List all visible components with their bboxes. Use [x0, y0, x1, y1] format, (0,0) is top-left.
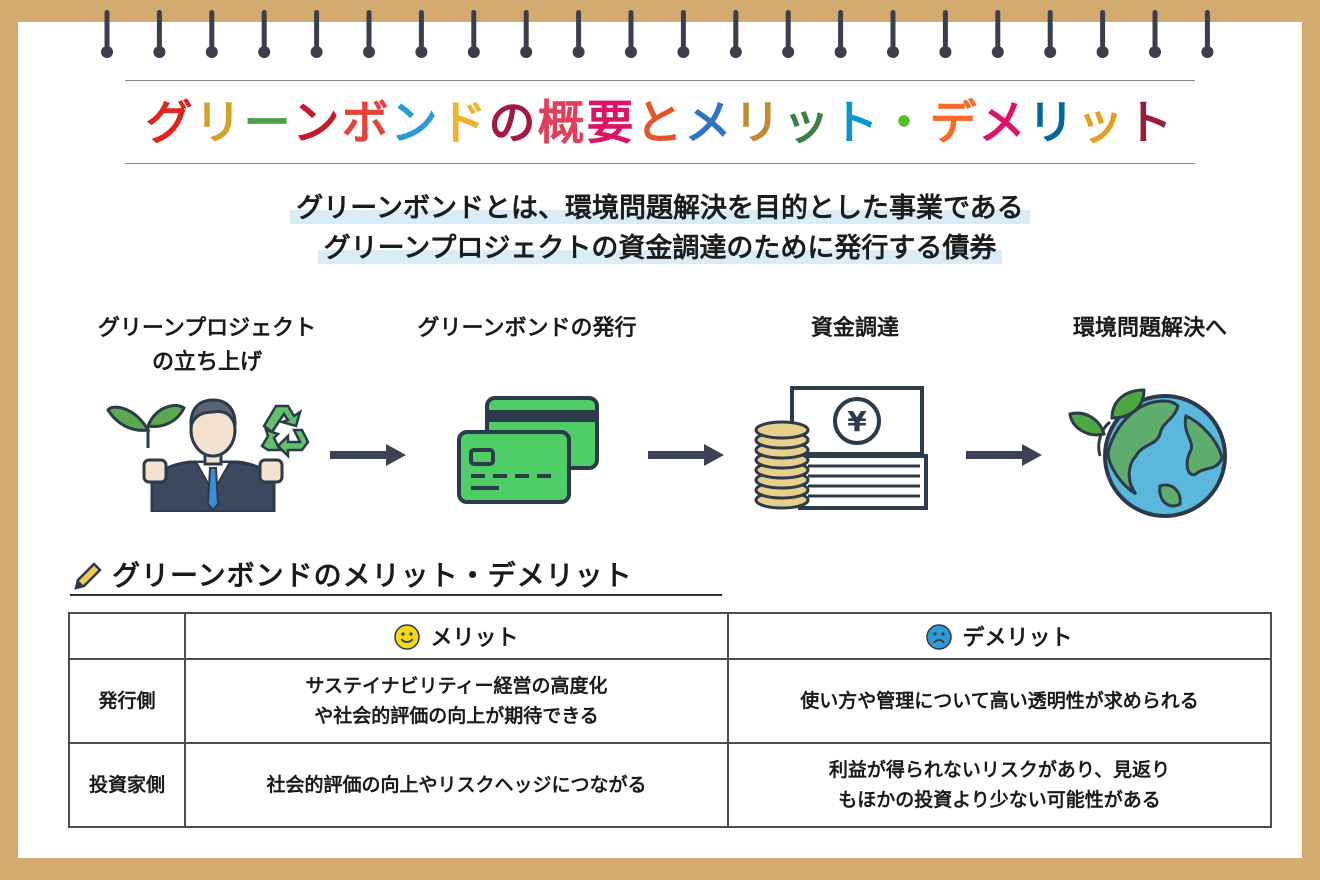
- section-title-underline: [70, 594, 722, 596]
- title-char: ド: [439, 96, 489, 151]
- table-row: 投資家側 社会的評価の向上やリスクヘッジにつながる 利益が得られないリスクがあり…: [68, 742, 1272, 828]
- ring: [834, 10, 847, 58]
- ring: [153, 10, 166, 58]
- ring: [1096, 10, 1109, 58]
- definition-line-1: グリーンボンドとは、環境問題解決を目的とした事業である: [0, 186, 1320, 225]
- merit-demerit-table: メリット デメリット 発行側 サステイナビリティー経営の高度化や社会的評価の向上…: [68, 612, 1272, 828]
- ring: [258, 10, 271, 58]
- table-corner-cell: [68, 612, 186, 660]
- title-char: ボ: [341, 96, 391, 151]
- ring: [729, 10, 742, 58]
- table-header-row: メリット デメリット: [68, 612, 1272, 660]
- ring: [625, 10, 637, 58]
- title-char: ト: [831, 96, 881, 151]
- credit-cards-icon: [457, 396, 599, 504]
- ring: [1149, 10, 1161, 58]
- ring: [310, 10, 323, 58]
- merit-header: メリット: [184, 612, 729, 660]
- row-label-issuer: 発行側: [68, 658, 186, 744]
- ring: [1044, 10, 1057, 58]
- title-char: リ: [1027, 96, 1077, 151]
- smile-face-icon: [394, 624, 421, 650]
- pencil-icon: [74, 562, 102, 590]
- sad-face-icon: [926, 624, 953, 650]
- demerit-header: デメリット: [727, 612, 1272, 660]
- earth-sprout-icon: [1068, 388, 1227, 518]
- title-char: リ: [194, 96, 244, 151]
- svg-text:¥: ¥: [847, 405, 867, 438]
- ring: [677, 10, 690, 58]
- ring: [363, 10, 375, 58]
- title-char: メ: [684, 96, 734, 151]
- title-char: 要: [586, 96, 636, 151]
- ring: [520, 10, 533, 58]
- title-char: 概: [537, 96, 587, 151]
- step-solve-environment: 環境問題解決へ: [1072, 316, 1227, 341]
- title-char: メ: [978, 96, 1028, 151]
- flow-arrow-3: [966, 444, 1042, 466]
- title-char: と: [635, 96, 685, 151]
- ring: [991, 10, 1004, 58]
- title-char: ン: [390, 96, 440, 151]
- title-char: の: [488, 96, 538, 151]
- title-rule-top: [125, 80, 1195, 81]
- title-char: リ: [733, 96, 783, 151]
- step-project-launch: グリーンプロジェクトの立ち上げ: [97, 316, 317, 375]
- step-bond-issue: グリーンボンドの発行: [417, 316, 637, 341]
- ring: [572, 10, 585, 58]
- notebook-rings: [101, 10, 1214, 58]
- coins-banknotes-icon: ¥: [754, 386, 928, 510]
- ring: [101, 10, 113, 58]
- investor-merit-cell: 社会的評価の向上やリスクヘッジにつながる: [184, 742, 729, 828]
- issuer-demerit-cell: 使い方や管理について高い透明性が求められる: [727, 658, 1272, 744]
- ring: [1201, 10, 1214, 58]
- page-title: グリーンボンドの概要とメリット・デメリット: [0, 92, 1320, 156]
- step-fundraising: 資金調達: [810, 316, 899, 341]
- title-char: ッ: [1076, 96, 1126, 151]
- ring: [887, 10, 899, 58]
- flow-arrow-1: [330, 444, 406, 466]
- ring: [415, 10, 428, 58]
- row-label-investor: 投資家側: [68, 742, 186, 828]
- table-row: 発行側 サステイナビリティー経営の高度化や社会的評価の向上が期待できる 使い方や…: [68, 658, 1272, 744]
- investor-demerit-cell: 利益が得られないリスクがあり、見返りもほかの投資より少ない可能性がある: [727, 742, 1272, 828]
- title-char: ト: [1125, 96, 1175, 151]
- title-char: デ: [929, 96, 979, 151]
- ring: [205, 10, 218, 58]
- definition-line-2: グリーンプロジェクトの資金調達のために発行する債券: [0, 226, 1320, 265]
- title-char: ン: [292, 96, 342, 151]
- title-char: グ: [145, 96, 195, 151]
- title-char: ッ: [782, 96, 832, 151]
- title-rule-bottom: [125, 163, 1195, 164]
- ring: [939, 10, 952, 58]
- section-title: グリーンボンドのメリット・デメリット: [112, 559, 633, 592]
- businessman-sprout-recycle-icon: [106, 398, 310, 512]
- title-char: ー: [243, 96, 293, 151]
- ring: [782, 10, 795, 58]
- flow-arrow-2: [648, 444, 724, 466]
- ring: [467, 10, 480, 58]
- title-char: ・: [880, 96, 930, 151]
- issuer-merit-cell: サステイナビリティー経営の高度化や社会的評価の向上が期待できる: [184, 658, 729, 744]
